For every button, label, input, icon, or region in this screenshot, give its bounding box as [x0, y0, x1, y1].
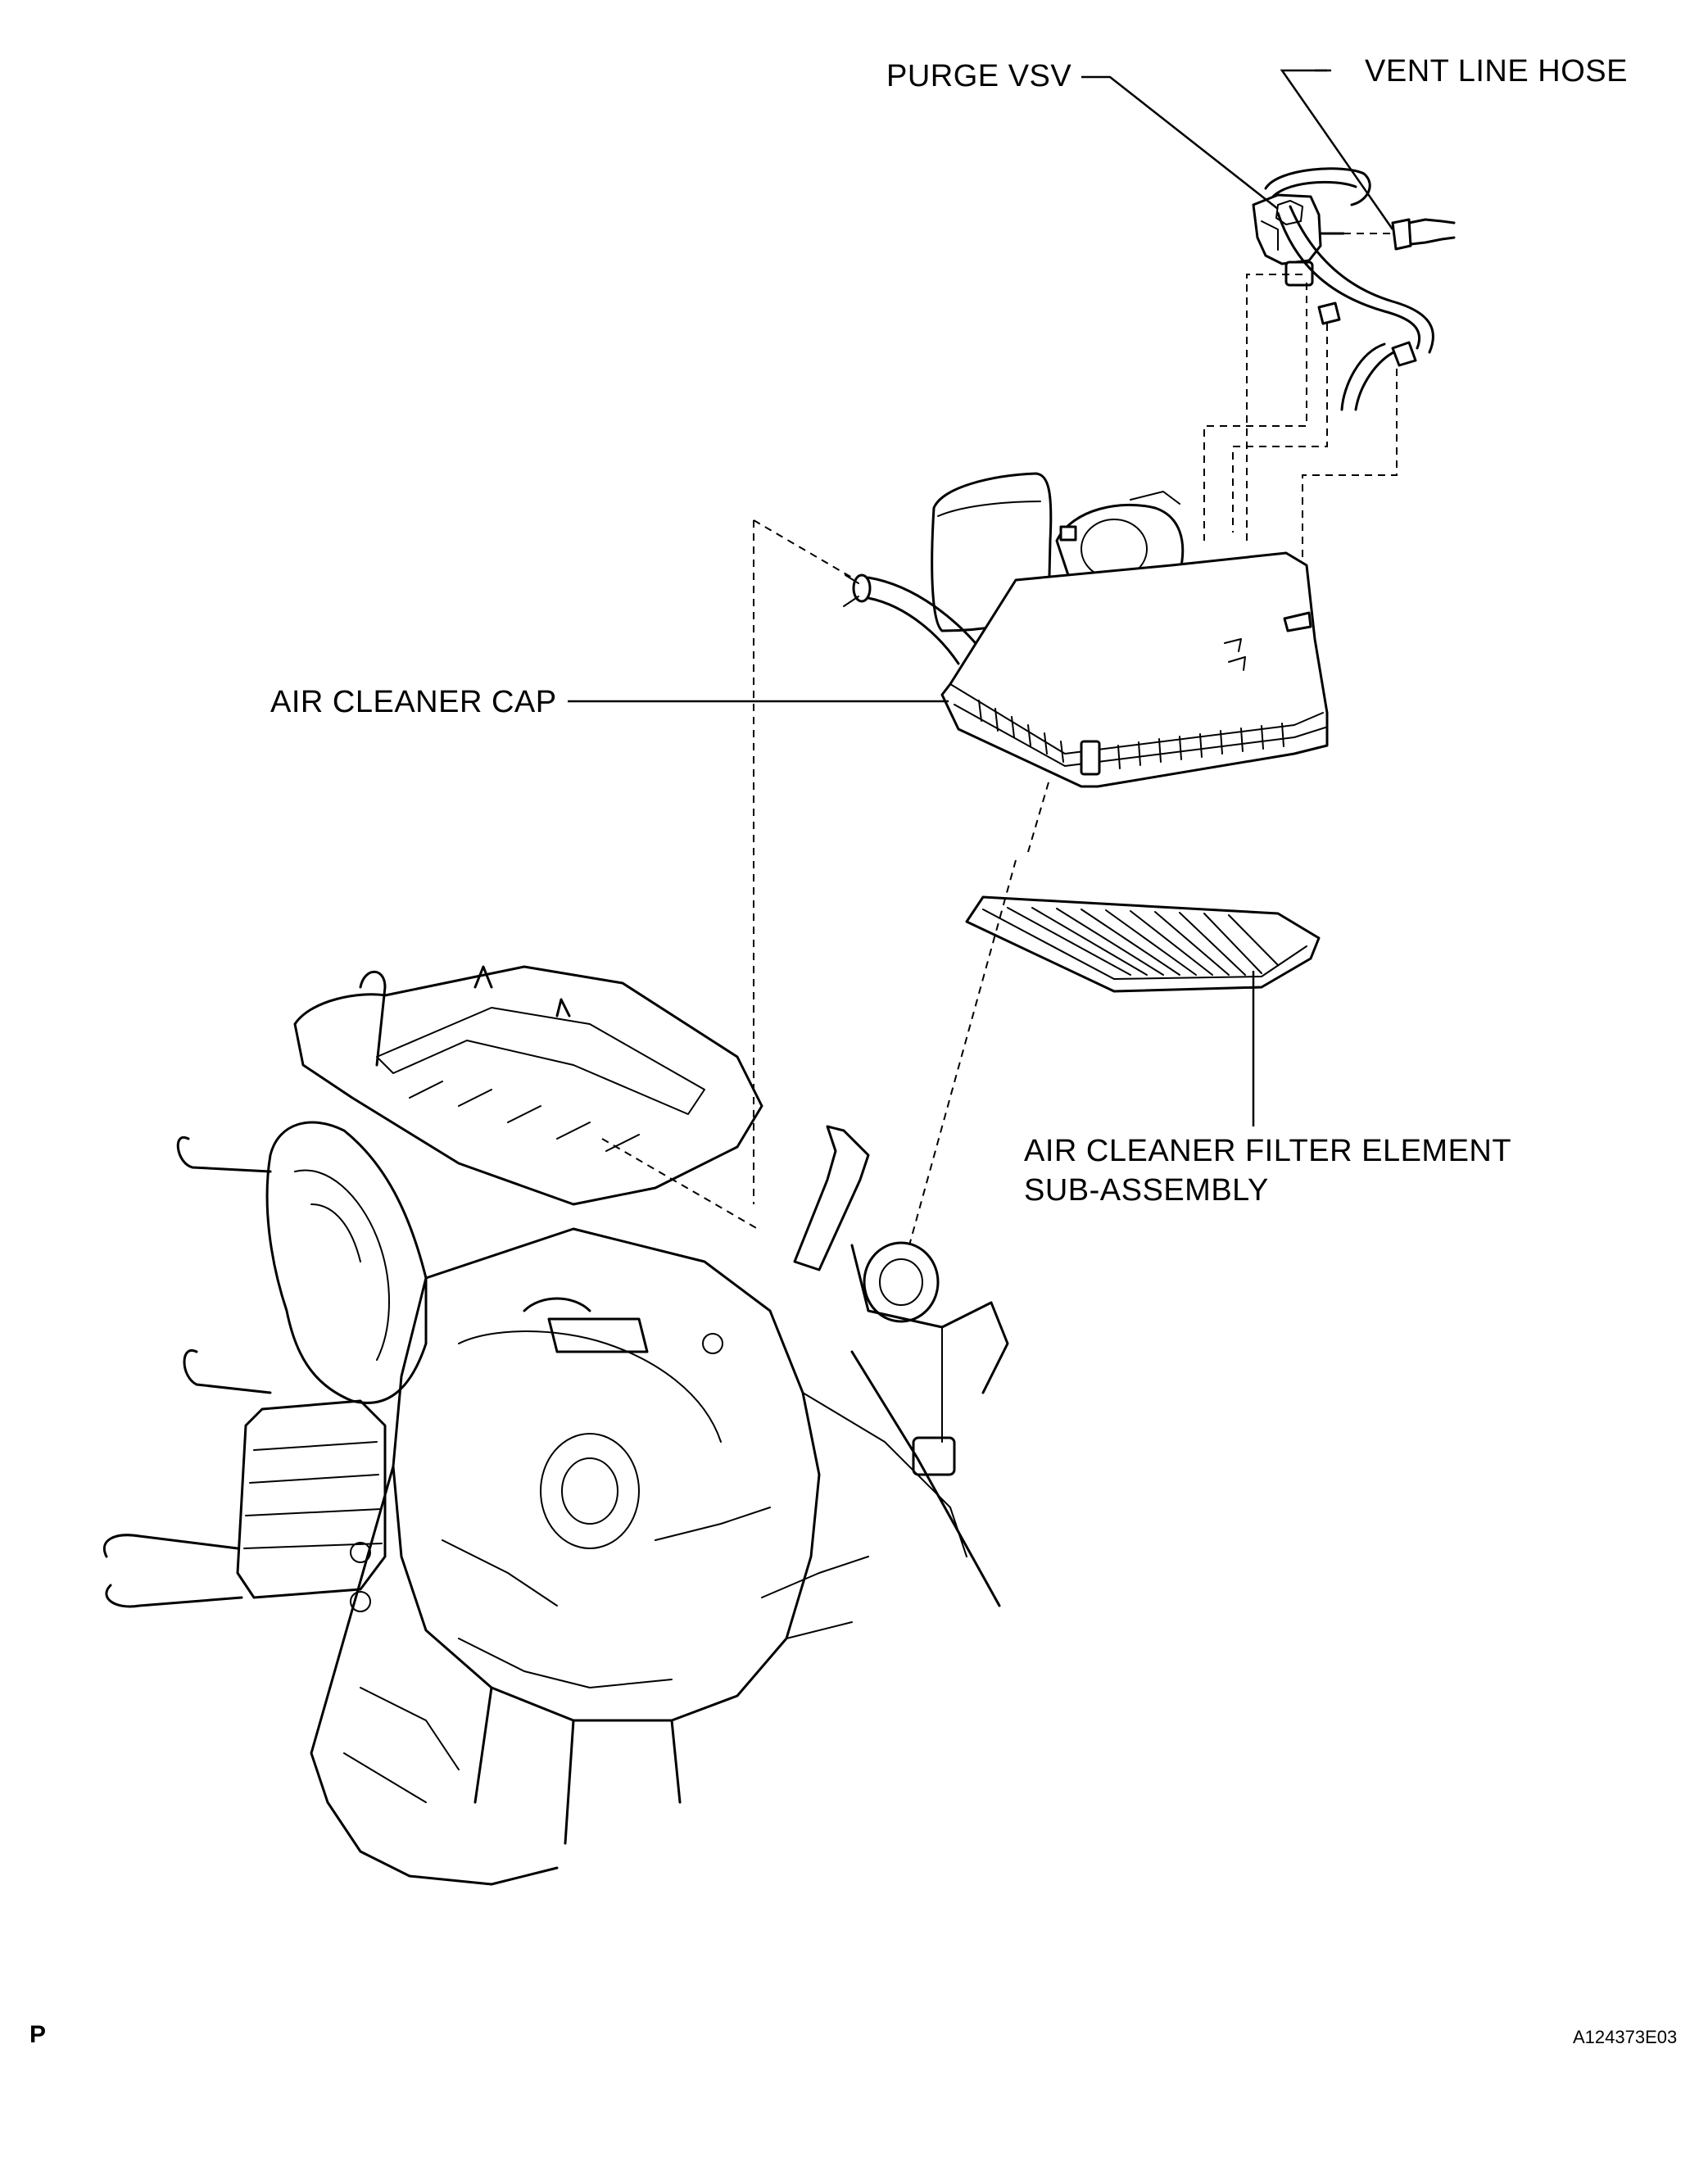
label-filter-element-line1: AIR CLEANER FILTER ELEMENT: [1024, 1134, 1512, 1168]
label-air-cleaner-cap: AIR CLEANER CAP: [270, 685, 557, 719]
leader-vent-line-hose: [1280, 69, 1394, 230]
label-purge-vsv: PURGE VSV: [886, 59, 1072, 93]
engine-illustration: [103, 519, 1009, 1886]
figure-number: A124373E03: [1573, 2027, 1678, 2047]
air-cleaner-filter-illustration: [908, 859, 1321, 1246]
air-cleaner-cap-illustration: [843, 472, 1329, 853]
label-filter-element-line2: SUB-ASSEMBLY: [1024, 1173, 1269, 1208]
leader-lines: [568, 69, 1394, 1126]
page-code: P: [29, 2021, 47, 2048]
leader-purge-vsv: [1081, 75, 1279, 210]
label-vent-line-hose: VENT LINE HOSE: [1365, 54, 1628, 88]
purge-vsv-illustration: [1203, 167, 1456, 610]
